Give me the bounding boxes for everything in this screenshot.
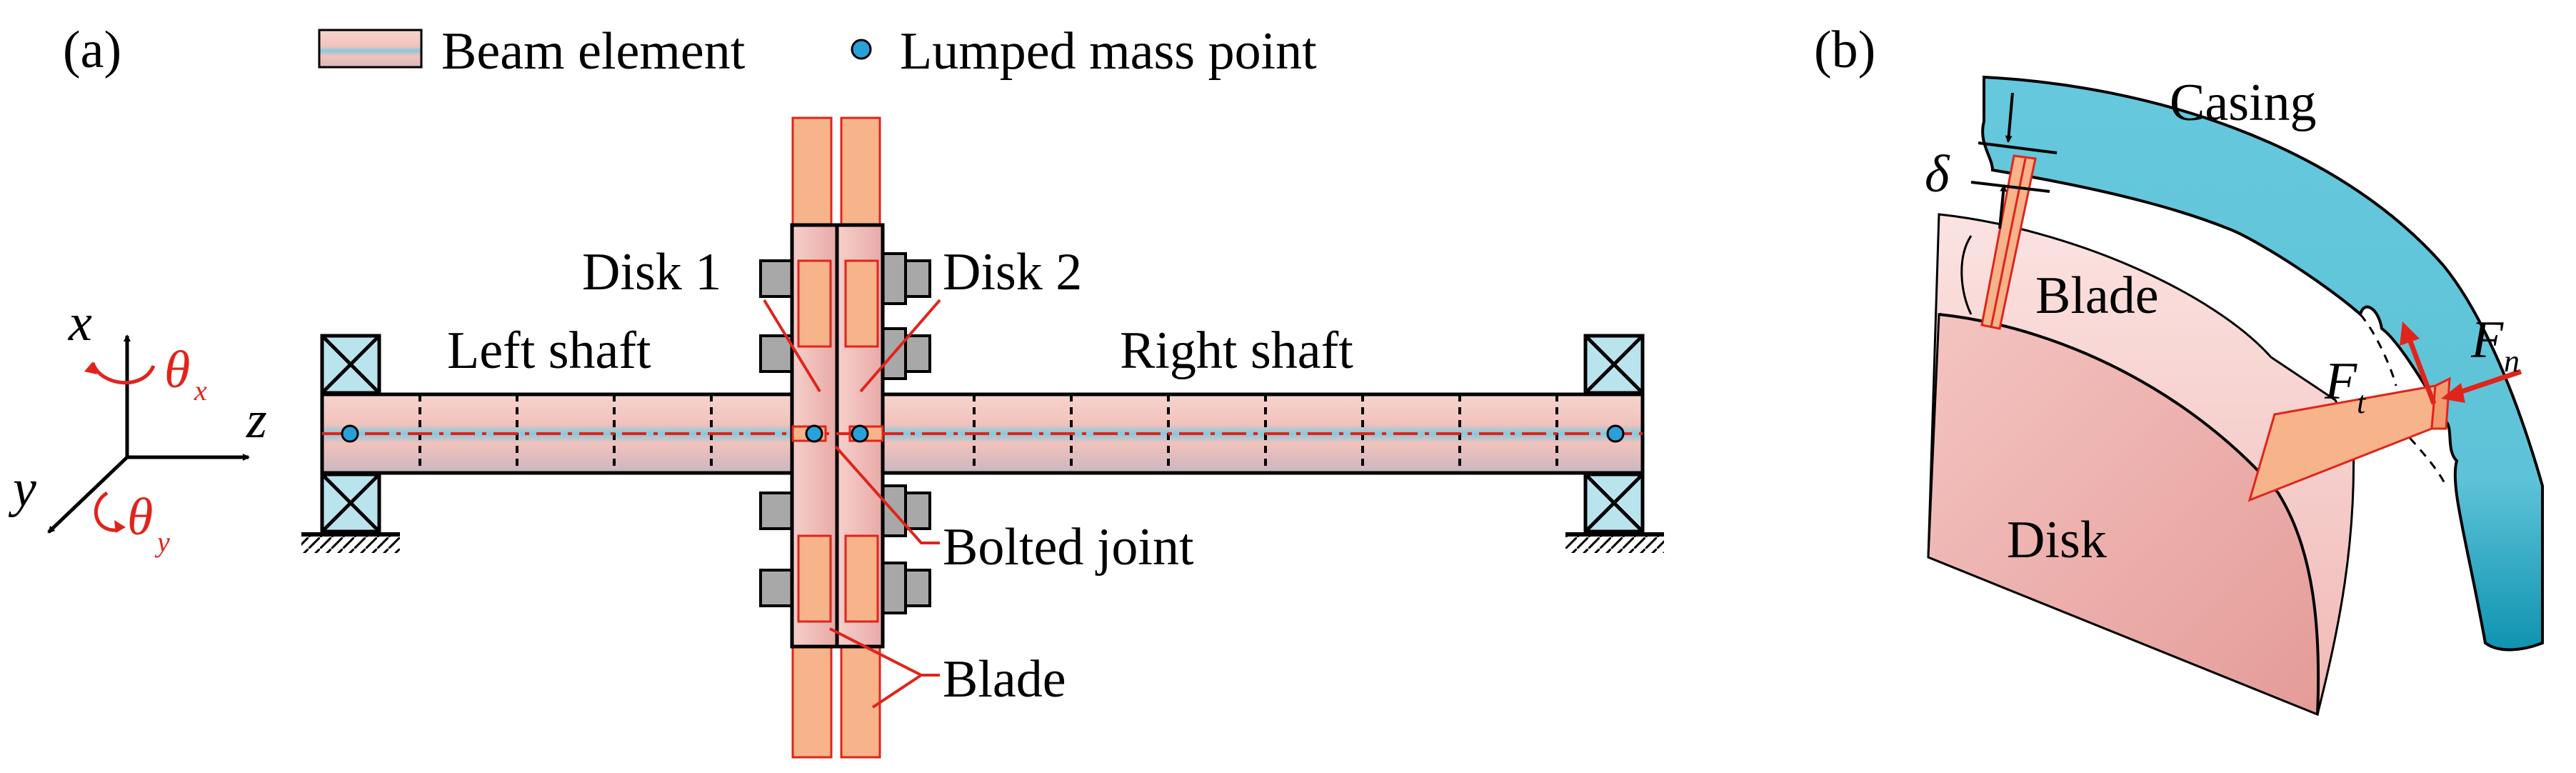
legend-mass-label: Lumped mass point [900,22,1317,81]
disk2-label: Disk 2 [943,243,1082,301]
left-shaft-label: Left shaft [447,321,651,380]
disk-label: Disk [2007,511,2107,569]
fn-subscript: n [2504,344,2520,379]
y-axis-arrow [47,456,129,534]
right-bearing [1565,334,1664,553]
forces: F n F t [2324,311,2522,420]
theta-y-arrowhead [114,520,126,533]
theta-x-arrowhead [84,361,97,374]
panel-a-label: (a) [63,21,121,79]
coordinate-system: x z y θ x θ y [8,294,267,558]
bolts [759,252,931,614]
casing-label: Casing [2170,74,2317,132]
fn-symbol: F [2470,311,2504,369]
legend-beam-swatch [318,29,423,69]
blade-rubbing-tip [2430,376,2451,430]
normal-force-arrow [2452,369,2522,397]
theta-x-rotation-icon [91,362,156,385]
right-shaft-label: Right shaft [1120,321,1353,380]
theta-y-rotation-icon [94,491,119,532]
blade-label-a: Blade [943,650,1066,709]
theta-x-symbol: θ [164,341,190,399]
ft-subscript: t [2357,385,2367,420]
delta-label: δ [1925,145,1950,204]
lumped-mass-points [341,424,1625,443]
tangential-force-arrow [2405,334,2437,405]
legend-mass-marker [851,39,872,60]
theta-x-subscript: x [194,374,207,407]
bolted-joint-label: Bolted joint [943,518,1194,577]
disk-rim-notch [1960,235,1973,315]
theta-y-subscript: y [154,526,170,558]
legend-beam-label: Beam element [441,22,746,81]
leader-lines [763,299,941,709]
theta-y-symbol: θ [127,488,153,547]
casing-hidden-edge [2359,314,2447,487]
disk1-label: Disk 1 [582,243,721,301]
left-bearing [301,334,400,553]
ft-symbol: F [2324,352,2357,411]
panel-b-label: (b) [1814,21,1875,79]
y-axis-label: y [8,459,36,518]
clearance-indicator: δ [1925,92,2058,229]
casing [1981,75,2544,652]
z-axis-label: z [246,391,267,449]
x-axis-label: x [68,294,92,352]
blade-roots [797,259,879,623]
blade-label-b: Blade [2035,266,2159,325]
legend: Beam element Lumped mass point [318,22,1317,81]
